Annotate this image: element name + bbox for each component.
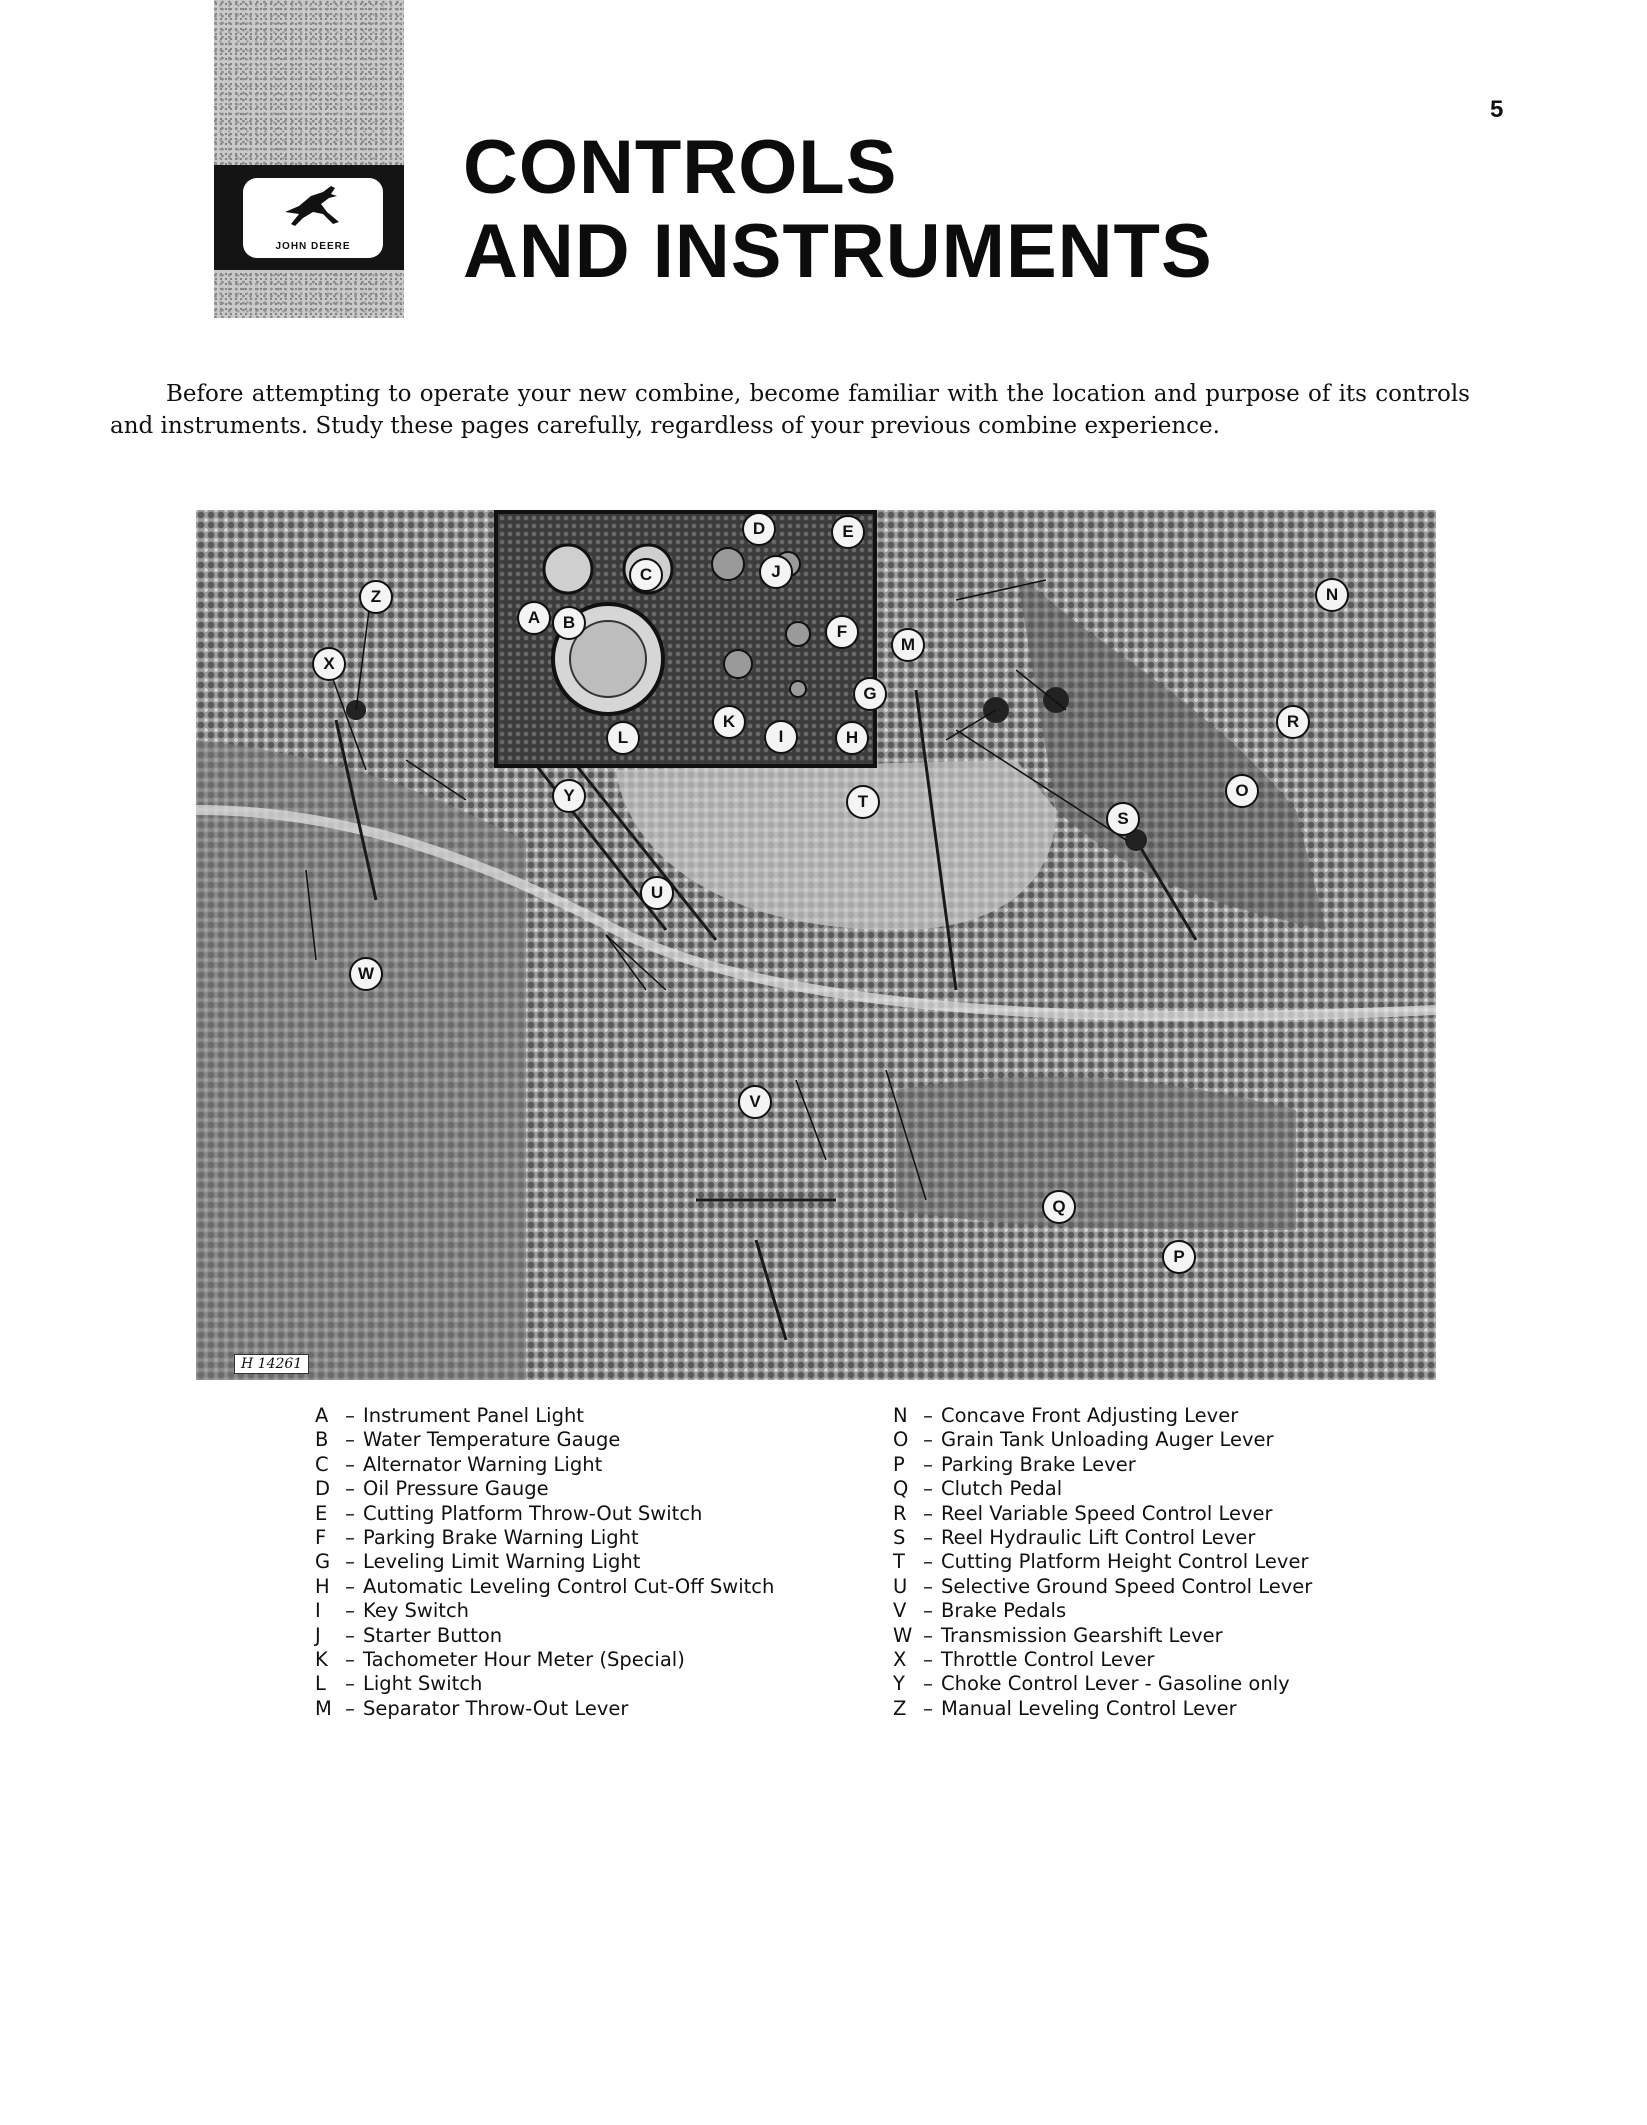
logo-texture xyxy=(214,0,404,318)
intro-paragraph: Before attempting to operate your new co… xyxy=(110,381,1470,439)
figure-id: H 14261 xyxy=(234,1354,310,1374)
legend-item: H–Automatic Leveling Control Cut-Off Swi… xyxy=(315,1574,775,1598)
callout-i: I xyxy=(764,720,798,754)
callout-p: P xyxy=(1162,1240,1196,1274)
callout-a: A xyxy=(517,601,551,635)
legend-item: T–Cutting Platform Height Control Lever xyxy=(893,1550,1309,1574)
callout-r: R xyxy=(1276,705,1310,739)
callout-q: Q xyxy=(1042,1190,1076,1224)
callout-n: N xyxy=(1315,578,1349,612)
legend-item: J–Starter Button xyxy=(315,1623,503,1647)
legend-item: L–Light Switch xyxy=(315,1672,483,1696)
title-line-1: CONTROLS xyxy=(463,125,898,210)
legend-list-right: N–Concave Front Adjusting Lever O–Grain … xyxy=(893,1404,1312,1721)
legend-item: U–Selective Ground Speed Control Lever xyxy=(893,1574,1313,1598)
callout-t: T xyxy=(846,785,880,819)
legend-item: E–Cutting Platform Throw-Out Switch xyxy=(315,1501,703,1525)
legend-list-left: A–Instrument Panel Light B–Water Tempera… xyxy=(315,1404,774,1721)
legend-item: B–Water Temperature Gauge xyxy=(315,1428,621,1452)
callout-s: S xyxy=(1106,802,1140,836)
callout-b: B xyxy=(552,606,586,640)
legend-item: P–Parking Brake Lever xyxy=(893,1452,1136,1476)
callout-w: W xyxy=(349,957,383,991)
legend-item: N–Concave Front Adjusting Lever xyxy=(893,1404,1239,1427)
callout-o: O xyxy=(1225,774,1259,808)
legend-item: C–Alternator Warning Light xyxy=(315,1452,603,1476)
legend-item: W–Transmission Gearshift Lever xyxy=(893,1623,1223,1647)
legend-item: O–Grain Tank Unloading Auger Lever xyxy=(893,1428,1274,1452)
callout-z: Z xyxy=(359,580,393,614)
callout-c: C xyxy=(629,558,663,592)
callout-v: V xyxy=(738,1085,772,1119)
legend-item: Q–Clutch Pedal xyxy=(893,1477,1063,1501)
callout-e: E xyxy=(831,515,865,549)
leaping-deer-icon xyxy=(285,186,339,226)
legend-item: A–Instrument Panel Light xyxy=(315,1404,584,1427)
legend-item: F–Parking Brake Warning Light xyxy=(315,1526,639,1550)
legend-item: Z–Manual Leveling Control Lever xyxy=(893,1696,1237,1720)
callout-x: X xyxy=(312,647,346,681)
title-line-2: AND INSTRUMENTS xyxy=(463,209,1213,294)
legend-item: R–Reel Variable Speed Control Lever xyxy=(893,1501,1273,1525)
instrument-panel-inset xyxy=(494,510,877,768)
callout-k: K xyxy=(712,705,746,739)
legend-item: V–Brake Pedals xyxy=(893,1599,1067,1623)
instrument-panel-art xyxy=(542,543,811,716)
callout-g: G xyxy=(853,677,887,711)
legend-item: K–Tachometer Hour Meter (Special) xyxy=(315,1648,685,1672)
callout-l: L xyxy=(606,721,640,755)
legend-item: X–Throttle Control Lever xyxy=(893,1648,1155,1672)
legend-item: G–Leveling Limit Warning Light xyxy=(315,1550,641,1574)
callout-d: D xyxy=(742,512,776,546)
figure-artwork xyxy=(196,540,1436,1380)
legend-item: M–Separator Throw-Out Lever xyxy=(315,1696,629,1720)
callout-u: U xyxy=(640,876,674,910)
logo-brand-text: JOHN DEERE xyxy=(275,241,351,252)
page-title: CONTROLS AND INSTRUMENTS xyxy=(463,126,1213,294)
legend-item: Y–Choke Control Lever - Gasoline only xyxy=(893,1672,1290,1696)
john-deere-logo: JOHN DEERE xyxy=(243,178,383,258)
callout-j: J xyxy=(759,555,793,589)
callout-h: H xyxy=(835,721,869,755)
legend-item: I–Key Switch xyxy=(315,1599,470,1623)
legend-item: D–Oil Pressure Gauge xyxy=(315,1477,549,1501)
callout-f: F xyxy=(825,615,859,649)
legend-item: S–Reel Hydraulic Lift Control Lever xyxy=(893,1526,1256,1550)
callout-y: Y xyxy=(552,779,586,813)
page-number: 5 xyxy=(1490,96,1504,123)
callout-m: M xyxy=(891,628,925,662)
combine-controls-figure: A B C D E F G H I J K L M N O P Q R S T … xyxy=(196,510,1436,1380)
